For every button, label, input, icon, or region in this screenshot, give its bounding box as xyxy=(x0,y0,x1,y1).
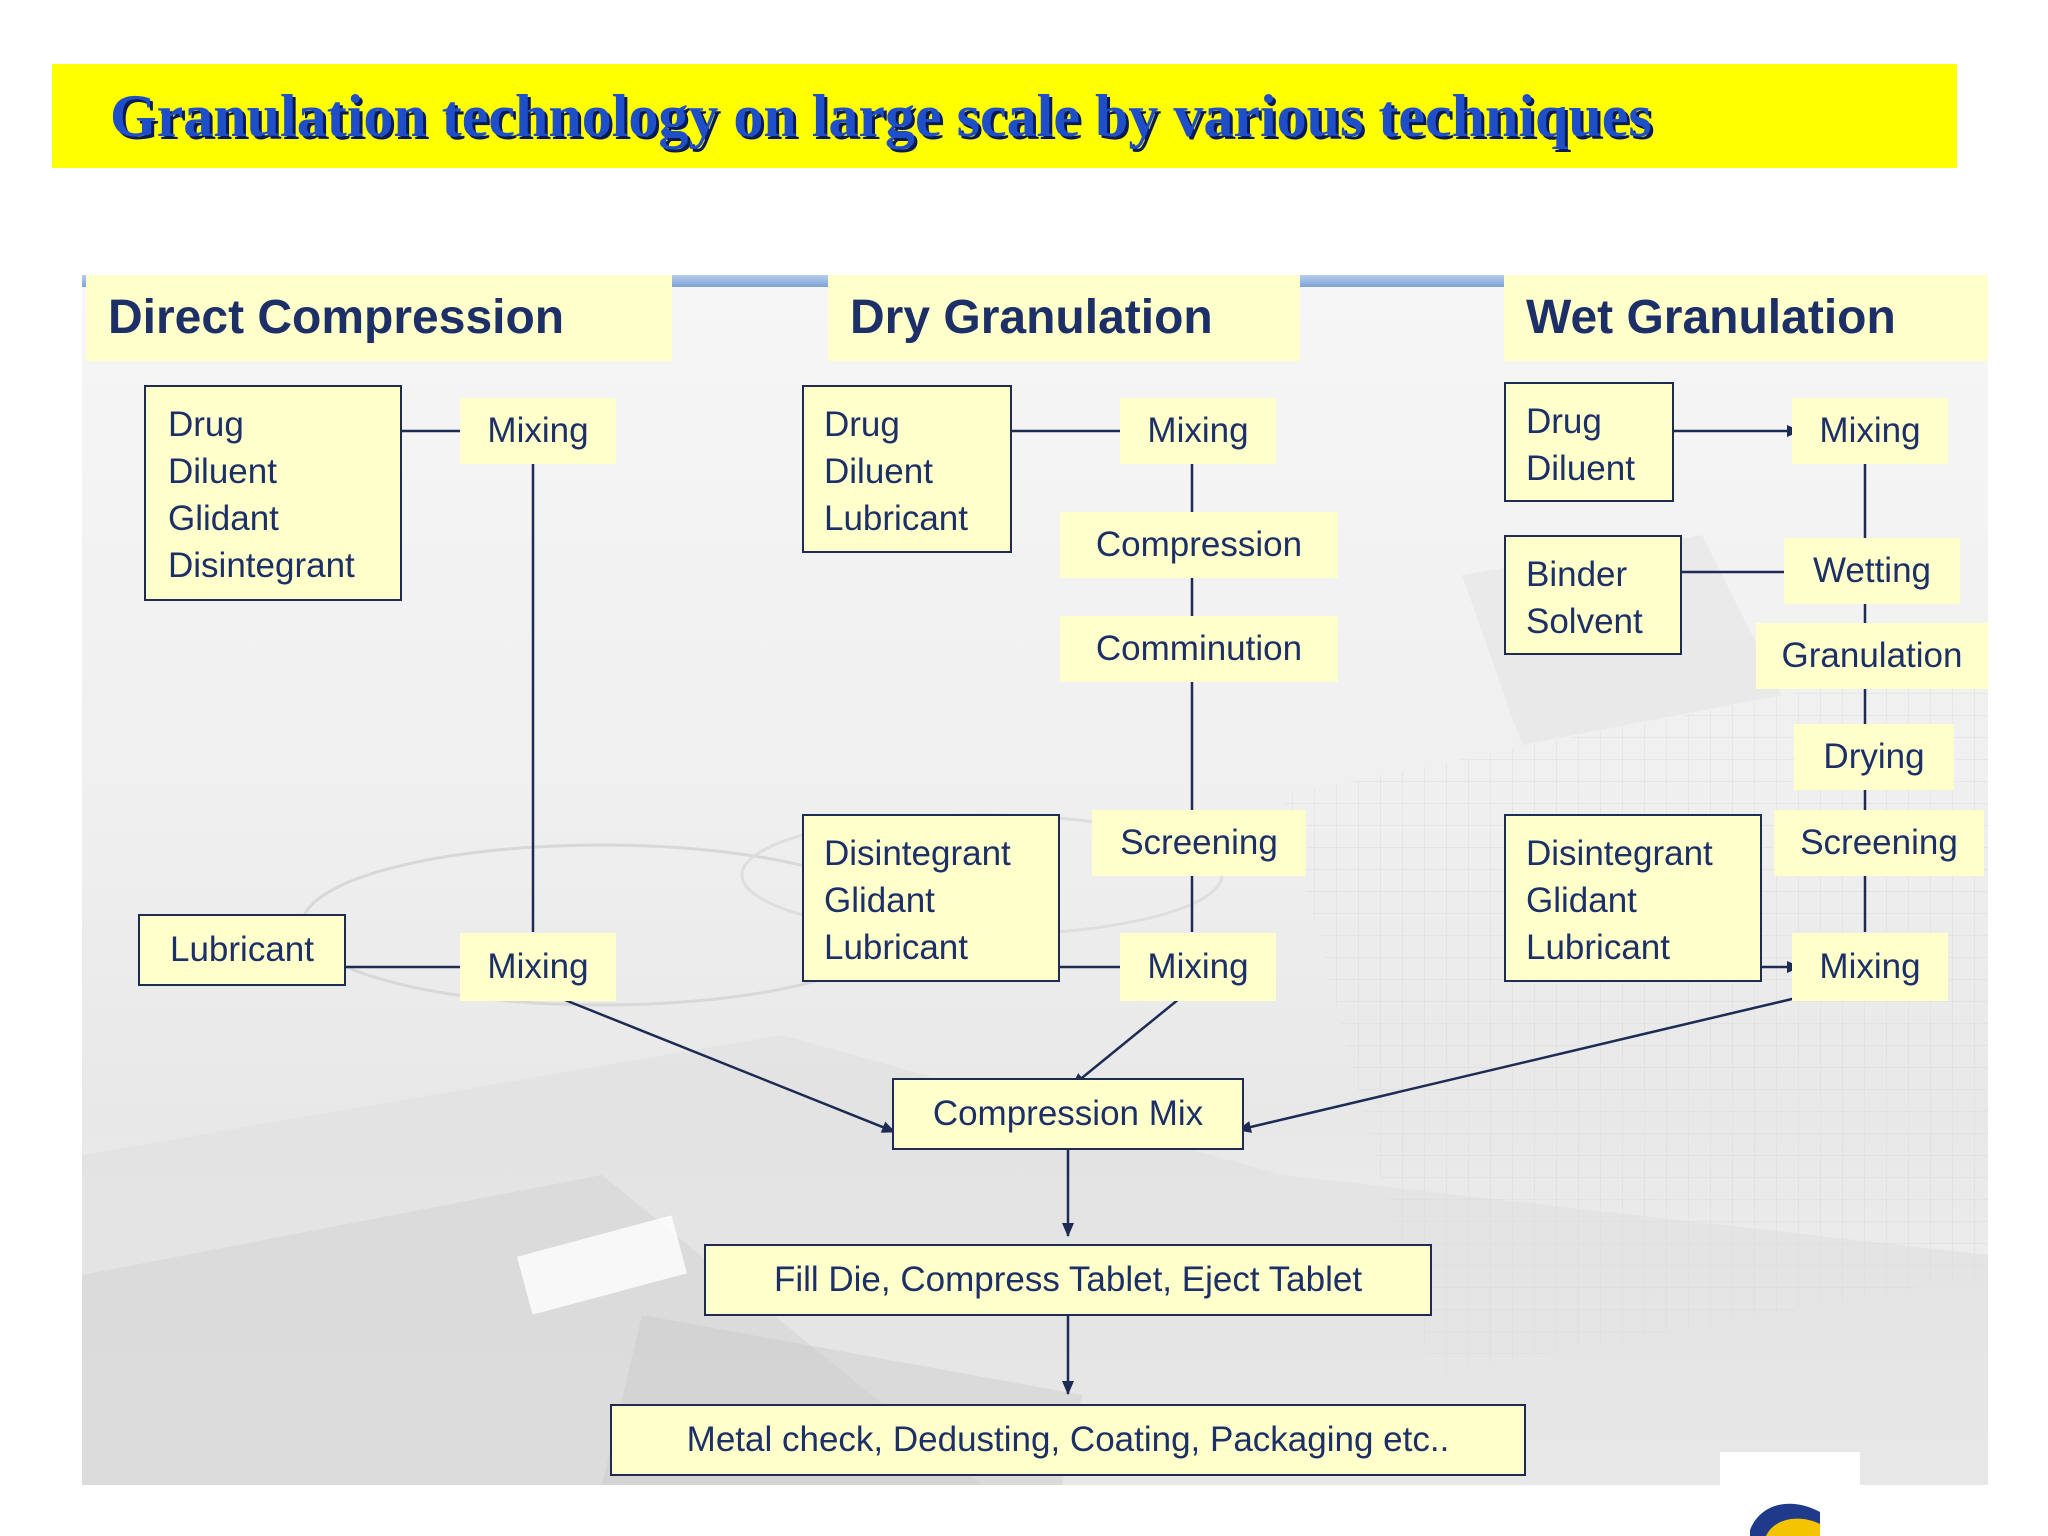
direct-ingredient: Drug xyxy=(168,405,244,444)
dry-ingredients-box: Drug Diluent Lubricant xyxy=(802,385,1012,553)
dry-additive: Lubricant xyxy=(824,928,968,967)
direct-ingredients-box: Drug Diluent Glidant Disintegrant xyxy=(144,385,402,601)
dry-ingredient: Drug xyxy=(824,405,900,444)
direct-ingredient: Diluent xyxy=(168,452,277,491)
dry-additive: Disintegrant xyxy=(824,834,1011,873)
dry-additives-box: Disintegrant Glidant Lubricant xyxy=(802,814,1060,982)
wet-binder-item: Solvent xyxy=(1526,602,1643,641)
wet-mixing-2: Mixing xyxy=(1792,933,1948,1001)
wet-ingredient: Diluent xyxy=(1526,449,1635,488)
finishing-box: Metal check, Dedusting, Coating, Packagi… xyxy=(610,1404,1526,1476)
wet-additive: Lubricant xyxy=(1526,928,1670,967)
wet-ingredients-box: Drug Diluent xyxy=(1504,382,1674,502)
wet-drying: Drying xyxy=(1794,724,1954,790)
wet-ingredient: Drug xyxy=(1526,402,1602,441)
wet-additive: Glidant xyxy=(1526,881,1637,920)
dry-mixing-1: Mixing xyxy=(1120,398,1276,464)
dry-ingredient: Lubricant xyxy=(824,499,968,538)
wet-screening: Screening xyxy=(1774,810,1984,876)
direct-mixing-1: Mixing xyxy=(460,398,616,464)
wet-wetting: Wetting xyxy=(1784,538,1960,604)
dry-mixing-2: Mixing xyxy=(1120,933,1276,1001)
wet-binder-item: Binder xyxy=(1526,555,1628,594)
dry-comminution: Comminution xyxy=(1060,616,1338,682)
header-dry-granulation: Dry Granulation xyxy=(828,275,1300,361)
header-bar-mid-2 xyxy=(1300,275,1518,287)
direct-lubricant-box: Lubricant xyxy=(138,914,346,986)
header-bar-mid-1 xyxy=(672,275,828,287)
direct-mixing-2: Mixing xyxy=(460,933,616,1001)
dry-compression: Compression xyxy=(1060,512,1338,578)
wet-binder-box: Binder Solvent xyxy=(1504,535,1682,655)
dry-screening: Screening xyxy=(1092,810,1306,876)
direct-ingredient: Disintegrant xyxy=(168,546,355,585)
dry-ingredient: Diluent xyxy=(824,452,933,491)
header-direct-compression: Direct Compression xyxy=(86,275,672,361)
fill-die-box: Fill Die, Compress Tablet, Eject Tablet xyxy=(704,1244,1432,1316)
wet-mixing-1: Mixing xyxy=(1792,398,1948,464)
logo xyxy=(1720,1452,1860,1536)
compression-mix-box: Compression Mix xyxy=(892,1078,1244,1150)
header-wet-granulation: Wet Granulation xyxy=(1504,275,1988,361)
logo-mark-icon xyxy=(1750,1503,1820,1536)
wet-additives-box: Disintegrant Glidant Lubricant xyxy=(1504,814,1762,982)
wet-additive: Disintegrant xyxy=(1526,834,1713,873)
direct-ingredient: Glidant xyxy=(168,499,279,538)
dry-additive: Glidant xyxy=(824,881,935,920)
wet-granulation: Granulation xyxy=(1756,623,1988,689)
title-banner: Granulation technology on large scale by… xyxy=(52,64,1957,168)
page-title: Granulation technology on large scale by… xyxy=(110,83,1652,149)
